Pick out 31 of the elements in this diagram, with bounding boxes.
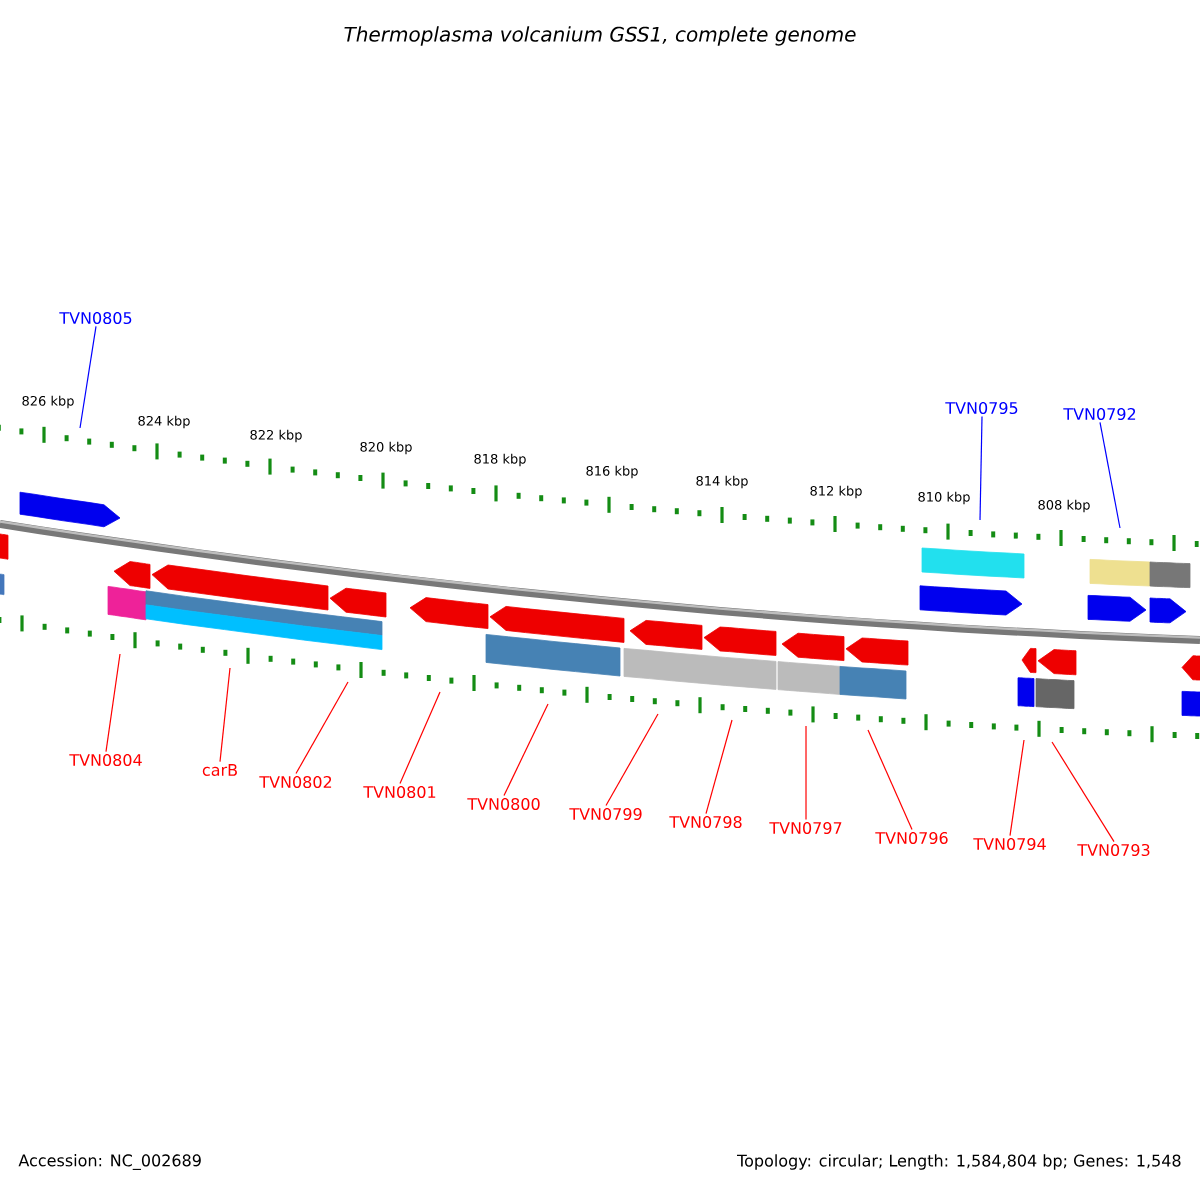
leader-line: [605, 713, 659, 807]
leader-line: [979, 415, 983, 521]
leader-line: [79, 325, 97, 429]
leader-line: [867, 729, 913, 831]
leader-line: [399, 691, 441, 785]
leader-line: [295, 681, 349, 775]
leader-line: [105, 653, 121, 753]
gene-label: TVN0800: [467, 797, 540, 811]
gene-label: carB: [202, 764, 237, 776]
leader-line: [705, 719, 733, 815]
gene-label: TVN0793: [1077, 843, 1150, 857]
gene-label: TVN0795: [945, 401, 1018, 415]
leader-line: [1099, 421, 1121, 529]
gene-label: TVN0794: [973, 837, 1046, 851]
gene-label: TVN0802: [259, 775, 332, 789]
title: Thermoplasma volcanium GSS1, complete genome: [344, 26, 856, 46]
gene-label: TVN0792: [1063, 407, 1136, 421]
gene-label: TVN0798: [669, 815, 742, 829]
footer-text: Topology: circular; Length: 1,584,804 bp; Genes: 1,548: [737, 1154, 1181, 1170]
gene-label: TVN0799: [569, 807, 642, 821]
leader-line: [219, 667, 231, 763]
gene-label: TVN0797: [769, 821, 842, 835]
footer-text: Accession: NC_002689: [18, 1154, 201, 1170]
leader-line: [1009, 739, 1025, 837]
gene-label: TVN0804: [69, 753, 142, 767]
leader-line: [503, 703, 549, 797]
gene-label: TVN0796: [875, 831, 948, 845]
gene-label: TVN0805: [59, 311, 132, 325]
leader-line: [1051, 741, 1115, 843]
gene-label: TVN0801: [363, 785, 436, 799]
leader-line: [805, 725, 807, 821]
